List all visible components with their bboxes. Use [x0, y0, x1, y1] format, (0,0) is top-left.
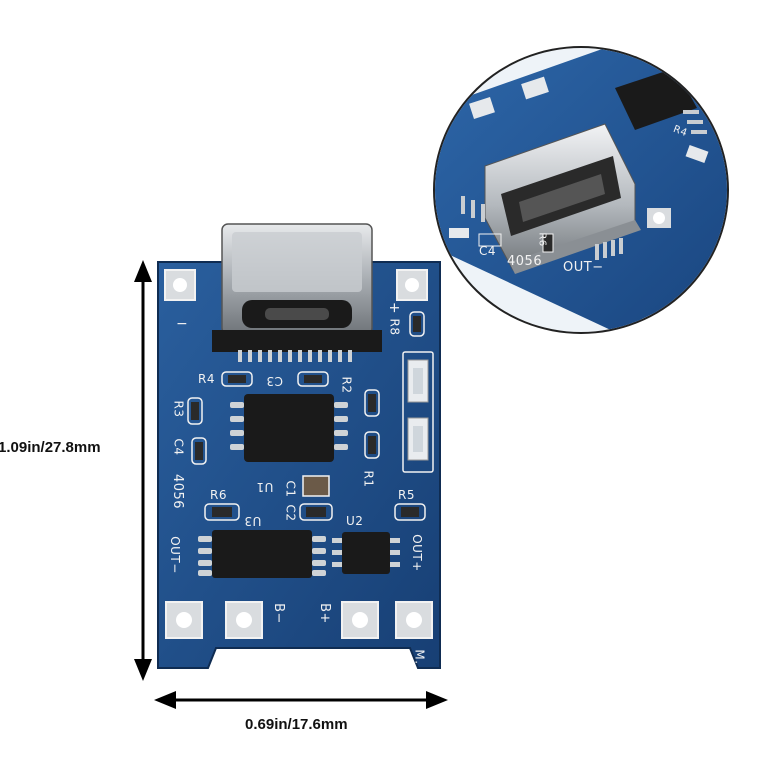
label-r8: R8	[387, 318, 402, 336]
usb-pins	[238, 350, 352, 362]
closeup-inset: C4 4056 OUT− R6 R4	[433, 46, 729, 334]
width-dimension-label: 0.69in/17.6mm	[245, 716, 348, 733]
mount-pad-top-right	[396, 269, 428, 301]
height-dimension-label: 1.09in/27.8mm	[0, 439, 101, 456]
label-b-minus: B−	[270, 603, 286, 624]
inset-label-c4: C4	[479, 244, 497, 258]
label-u3: U3	[244, 514, 262, 528]
inset-label-r6: R6	[536, 232, 548, 247]
label-c4: C4	[171, 438, 186, 456]
mount-pad-top-left	[164, 269, 196, 301]
label-out-minus: OUT−	[167, 536, 182, 574]
chip-u2	[332, 532, 400, 574]
label-r3: R3	[171, 400, 186, 418]
label-c2: C2	[283, 504, 298, 522]
label-u2: U2	[346, 514, 364, 528]
chip-u3	[198, 530, 326, 578]
label-r5: R5	[398, 488, 415, 502]
label-m-mark: M.	[412, 649, 427, 665]
chip-u1	[230, 394, 348, 462]
label-out-plus: OUT+	[409, 534, 424, 572]
label-r8-plus: +	[386, 301, 403, 315]
label-r4: R4	[198, 372, 215, 386]
inset-label-4056: 4056	[507, 254, 543, 269]
label-r1: R1	[361, 470, 376, 488]
usb-c-connector	[212, 223, 382, 352]
bottom-pads	[165, 601, 433, 639]
label-4056: 4056	[170, 473, 186, 510]
closeup-usb-c	[484, 123, 641, 274]
led-indicators	[407, 359, 429, 461]
label-minus: −	[176, 316, 189, 332]
label-c1: C1	[283, 480, 298, 498]
label-r6: R6	[210, 488, 227, 502]
label-c3: C3	[266, 374, 284, 388]
label-b-plus: B+	[316, 603, 332, 624]
closeup-pcb	[435, 48, 727, 332]
label-r2: R2	[339, 376, 354, 394]
inset-label-out-minus: OUT−	[563, 260, 604, 275]
label-u1: U1	[256, 480, 274, 494]
